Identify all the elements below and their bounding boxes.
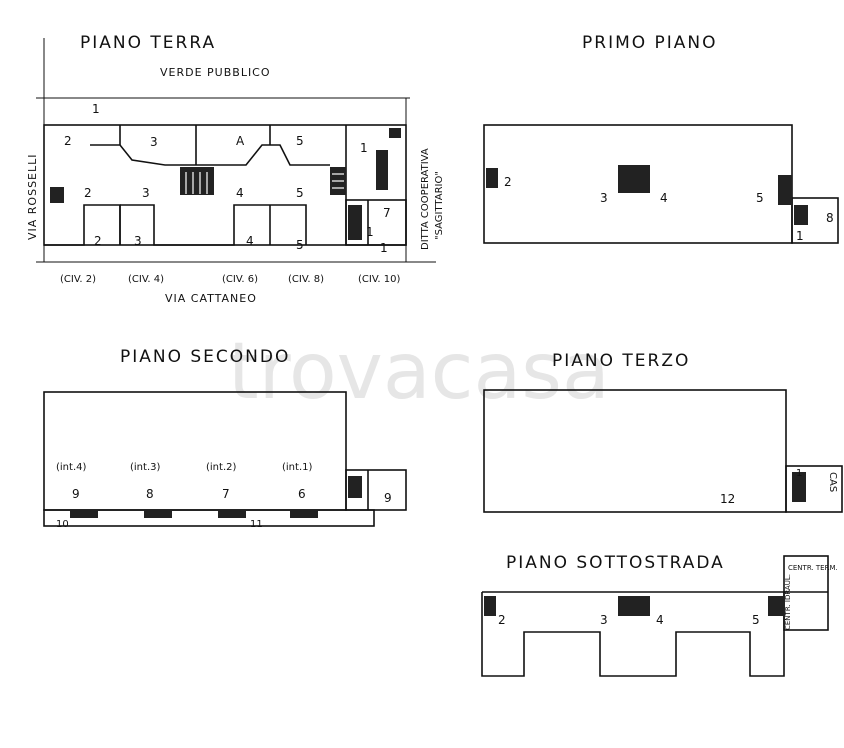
piano-secondo-plan: PIANO SECONDO (int.4) (int.3) (int.2) (i…: [43, 347, 407, 530]
centr-idraul-label: CENTR. IDRAUL.: [784, 574, 792, 630]
pt-unit-1-small: 1: [366, 225, 374, 239]
pt-unit-top-2: 2: [64, 134, 72, 148]
int-4-label: (int.4): [56, 462, 86, 473]
pp-unit-5: 5: [756, 191, 764, 205]
pt3-cas-label: CAS: [827, 472, 838, 492]
pp-unit-2: 2: [504, 175, 512, 189]
pss-unit-3: 3: [600, 613, 608, 627]
civ-10-label: (CIV. 10): [358, 274, 400, 285]
int-2-label: (int.2): [206, 462, 236, 473]
civ-2-label: (CIV. 2): [60, 274, 96, 285]
ps-unit-9: 9: [72, 487, 80, 501]
pp-unit-4: 4: [660, 191, 668, 205]
pss-unit-5: 5: [752, 613, 760, 627]
ps-unit-10: 10: [56, 519, 69, 530]
piano-sottostrada-plan: PIANO SOTTOSTRADA 2 3 4 5 CENTR. TERM. C…: [481, 553, 838, 677]
ps-unit-7: 7: [222, 487, 230, 501]
pt-unit-mid-3: 3: [142, 186, 150, 200]
pt-unit-1-right: 1: [360, 141, 368, 155]
pt-unit-top-3: 3: [150, 135, 158, 149]
pp-unit-1: 1: [796, 229, 804, 243]
pt-unit-bottom-2: 2: [94, 234, 102, 248]
ps-unit-6: 6: [298, 487, 306, 501]
pt-unit-1-top: 1: [92, 102, 100, 116]
pt-unit-mid-4: 4: [236, 186, 244, 200]
pss-unit-2: 2: [498, 613, 506, 627]
civ-6-label: (CIV. 6): [222, 274, 258, 285]
via-rosselli-label: VIA ROSSELLI: [26, 153, 39, 240]
pt-unit-bottom-3: 3: [134, 234, 142, 248]
verde-pubblico-label: VERDE PUBBLICO: [160, 66, 271, 79]
pt3-unit-1: 1: [796, 468, 802, 479]
pt-unit-top-5: 5: [296, 134, 304, 148]
primo-piano-plan: PRIMO PIANO 2 3 4 5 1 8: [483, 33, 839, 244]
piano-secondo-title: PIANO SECONDO: [120, 347, 290, 367]
pt-unit-1-corner: 1: [380, 241, 388, 255]
pt-unit-mid-5: 5: [296, 186, 304, 200]
civ-4-label: (CIV. 4): [128, 274, 164, 285]
ps-unit-9-right: 9: [384, 491, 392, 505]
watermark-text: trovacasa: [228, 327, 610, 417]
pt-unit-top-a: A: [236, 134, 245, 148]
piano-terzo-title: PIANO TERZO: [552, 351, 690, 371]
piano-terra-title: PIANO TERRA: [80, 33, 216, 53]
primo-piano-title: PRIMO PIANO: [582, 33, 718, 53]
pt-unit-7: 7: [383, 206, 391, 220]
pt-unit-mid-2: 2: [84, 186, 92, 200]
via-cattaneo-label: VIA CATTANEO: [165, 292, 257, 305]
int-1-label: (int.1): [282, 462, 312, 473]
piano-terzo-plan: PIANO TERZO 12 1 CAS: [483, 351, 843, 513]
piano-sottostrada-title: PIANO SOTTOSTRADA: [506, 553, 725, 573]
pss-unit-4: 4: [656, 613, 664, 627]
pt-unit-bottom-5: 5: [296, 238, 304, 252]
ps-unit-8: 8: [146, 487, 154, 501]
pt-unit-bottom-4: 4: [246, 234, 254, 248]
pp-unit-3: 3: [600, 191, 608, 205]
centr-term-label: CENTR. TERM.: [788, 564, 838, 572]
pt3-unit-12: 12: [720, 492, 735, 506]
civ-8-label: (CIV. 8): [288, 274, 324, 285]
int-3-label: (int.3): [130, 462, 160, 473]
piano-terra-plan: PIANO TERRA VERDE PUBBLICO: [26, 33, 445, 305]
pp-unit-8: 8: [826, 211, 834, 225]
sagittario-label: "SAGITTARIO": [434, 171, 445, 240]
ps-unit-11: 11: [250, 519, 263, 530]
ditta-cooperativa-label: DITTA COOPERATIVA: [420, 148, 431, 250]
